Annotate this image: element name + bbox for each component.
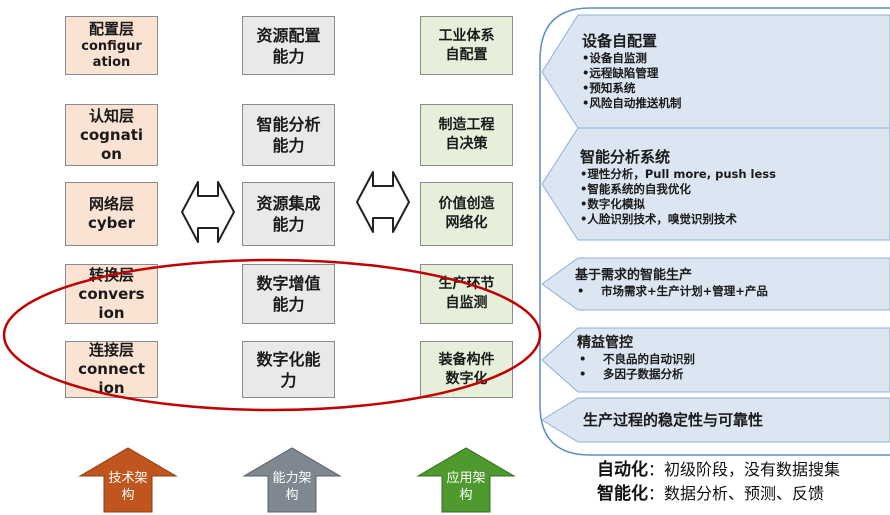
panel-block-3 <box>541 257 890 311</box>
note-desc: ：初级阶段，没有数据搜集 <box>648 460 841 479</box>
application-self-decision: 制造工程自决策 <box>420 104 513 166</box>
note-intelligence: 智能化：数据分析、预测、反馈 <box>597 482 824 506</box>
capability-smart-analysis: 智能分析能力 <box>242 104 335 166</box>
section-item: •设备自监测 <box>582 51 647 65</box>
section-item: •不良品的自动识别 <box>579 352 695 366</box>
layer-name: 认知层 <box>88 106 134 125</box>
layer-name: 网络层 <box>88 195 134 213</box>
panel-block-4 <box>541 327 890 393</box>
section-item: •智能系统的自我优化 <box>580 182 691 196</box>
section-item: •理性分析，Pull more, push less <box>580 167 776 181</box>
section-item: •人脸识别技术，嗅觉识别技术 <box>580 212 737 226</box>
application-label: 制造工程自决策 <box>438 117 495 152</box>
application-label: 装备构件数字化 <box>438 351 495 387</box>
section-title: 生产过程的稳定性与可靠性 <box>583 411 764 429</box>
ability-framework-label: 能力架构 <box>272 471 312 503</box>
application-self-config: 工业体系自配置 <box>420 16 513 75</box>
panel-block-2 <box>541 127 890 241</box>
panel-section-3: 基于需求的智能生产 •市场需求+生产计划+管理+产品 <box>575 267 768 299</box>
tech-framework-label: 技术架构 <box>108 471 148 503</box>
double-arrow-left <box>181 181 235 243</box>
application-label: 生产环节自监测 <box>438 276 495 311</box>
application-self-monitoring: 生产环节自监测 <box>420 264 513 324</box>
layer-name: 配置层 <box>88 20 134 38</box>
panel-section-2: 智能分析系统 •理性分析，Pull more, push less •智能系统的… <box>580 148 776 227</box>
capability-label: 资源集成能力 <box>256 194 321 234</box>
note-automation: 自动化：初级阶段，没有数据搜集 <box>597 458 840 482</box>
section-item: •远程缺陷管理 <box>582 66 659 80</box>
section-item: •数字化模拟 <box>580 197 645 211</box>
layer-name: 转换层 <box>88 265 134 284</box>
panel-section-5: 生产过程的稳定性与可靠性 <box>583 411 763 430</box>
layer-english: cyber <box>88 214 135 232</box>
capability-resource-integration: 资源集成能力 <box>242 182 335 246</box>
panel-section-4: 精益管控 •不良品的自动识别 •多因子数据分析 <box>577 334 695 382</box>
section-item: •风险自动推送机制 <box>582 96 682 110</box>
section-item: •市场需求+生产计划+管理+产品 <box>577 284 768 298</box>
layer-english: connection <box>78 360 145 397</box>
capability-digitalization: 数字化能力 <box>242 341 335 398</box>
capability-label: 资源配置能力 <box>256 25 321 66</box>
application-value-network: 价值创造网络化 <box>420 182 513 246</box>
layer-name: 连接层 <box>88 341 134 359</box>
panel-bracket <box>539 7 890 456</box>
capability-resource-config: 资源配置能力 <box>242 16 335 75</box>
note-term: 智能化 <box>597 484 648 504</box>
layer-english: cognation <box>79 125 144 163</box>
double-arrow-right <box>356 171 410 233</box>
capability-label: 数字化能力 <box>256 349 321 390</box>
section-title: 智能分析系统 <box>580 148 671 166</box>
panel-block-5 <box>541 397 890 443</box>
application-label: 价值创造网络化 <box>438 196 495 231</box>
application-equipment-digital: 装备构件数字化 <box>420 341 513 398</box>
section-item: •预知系统 <box>582 81 636 95</box>
app-framework-label: 应用架构 <box>446 471 486 503</box>
section-title: 精益管控 <box>577 335 633 351</box>
layer-english: conversion <box>78 284 145 322</box>
ability-framework-arrow <box>242 447 342 513</box>
section-title: 设备自配置 <box>582 32 658 50</box>
app-framework-arrow <box>416 447 516 513</box>
note-desc: ：数据分析、预测、反馈 <box>648 484 825 503</box>
note-term: 自动化 <box>597 460 648 480</box>
application-label: 工业体系自配置 <box>438 27 495 63</box>
tech-framework-arrow <box>78 447 178 513</box>
section-title: 基于需求的智能生产 <box>575 268 693 283</box>
capability-label: 智能分析能力 <box>256 115 321 155</box>
capability-label: 数字增值能力 <box>256 274 321 314</box>
panel-section-1: 设备自配置 •设备自监测 •远程缺陷管理 •预知系统 •风险自动推送机制 <box>582 32 681 111</box>
section-item: •多因子数据分析 <box>579 367 684 381</box>
capability-digital-value-add: 数字增值能力 <box>242 264 335 324</box>
layer-english: configuration <box>81 39 142 70</box>
